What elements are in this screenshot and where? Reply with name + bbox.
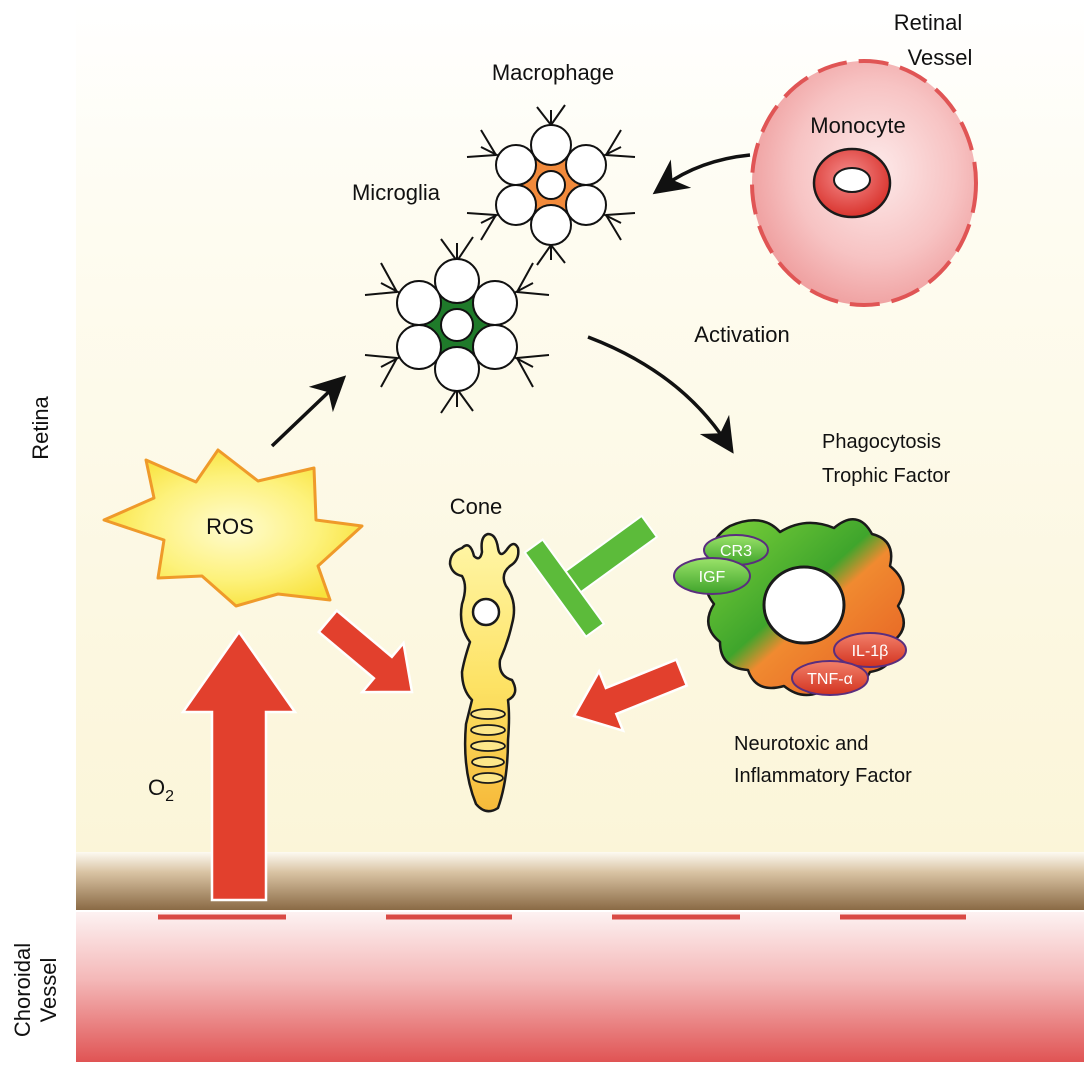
neurotoxic-to-cone-arrow bbox=[572, 657, 689, 733]
il1b-cytokine: IL-1β bbox=[833, 632, 907, 668]
inhibition-symbol bbox=[523, 514, 659, 639]
retinal-vessel-label-line1: Retinal bbox=[894, 10, 962, 35]
monocyte-cell bbox=[812, 147, 892, 219]
activation-arrow bbox=[587, 335, 734, 454]
o2-label-main: O bbox=[148, 775, 165, 800]
microglia-label: Microglia bbox=[352, 180, 441, 205]
il1b-label: IL-1β bbox=[852, 643, 889, 660]
choroid-region bbox=[76, 912, 1084, 1062]
tnfa-cytokine: TNF-α bbox=[791, 660, 869, 696]
o2-label-subscript: 2 bbox=[165, 788, 174, 805]
microglia-cell bbox=[364, 236, 550, 414]
cone-label: Cone bbox=[450, 494, 503, 519]
choroidal-vessel-label-line2: Vessel bbox=[36, 958, 61, 1023]
ros-to-cone-arrow bbox=[316, 608, 414, 694]
macrophage-cell bbox=[466, 104, 636, 266]
igf-label: IGF bbox=[699, 569, 726, 586]
ros-label: ROS bbox=[206, 514, 254, 539]
tnfa-label: TNF-α bbox=[807, 671, 853, 688]
activation-label: Activation bbox=[694, 322, 789, 347]
monocyte-label: Monocyte bbox=[810, 113, 905, 138]
neurotoxic-label-line2: Inflammatory Factor bbox=[734, 765, 912, 787]
ros-to-microglia-arrow bbox=[270, 375, 347, 448]
trophic-factor-label: Trophic Factor bbox=[822, 465, 951, 487]
retinal-vessel-label-line2: Vessel bbox=[908, 45, 973, 70]
cr3-label: CR3 bbox=[720, 543, 752, 560]
cone-cell bbox=[448, 532, 520, 813]
o2-label: O2 bbox=[148, 775, 174, 805]
igf-receptor: IGF bbox=[673, 557, 751, 595]
retina-label: Retina bbox=[28, 395, 53, 459]
ros-burst bbox=[102, 448, 364, 608]
cr3-receptor: CR3 bbox=[703, 534, 769, 566]
oxygen-arrow bbox=[180, 629, 298, 902]
choroidal-vessel-label-line1: Choroidal bbox=[10, 943, 35, 1037]
phagocytosis-label: Phagocytosis bbox=[822, 431, 941, 453]
neurotoxic-label-line1: Neurotoxic and bbox=[734, 733, 869, 755]
monocyte-to-macrophage-arrow bbox=[652, 153, 751, 195]
macrophage-label: Macrophage bbox=[492, 60, 614, 85]
